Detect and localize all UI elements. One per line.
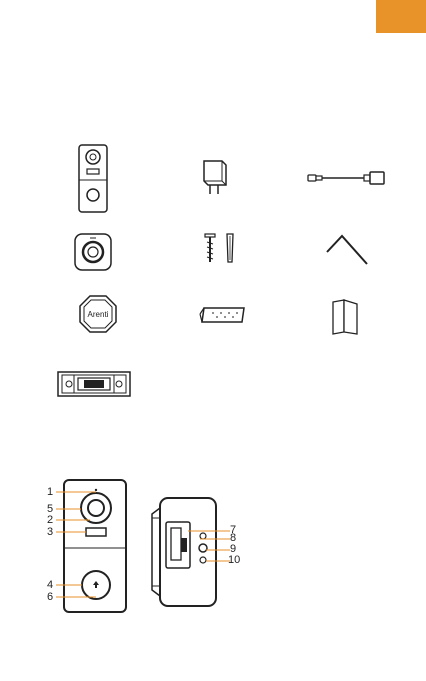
sticker-text: Arenti bbox=[88, 310, 109, 319]
callout-6: 6 bbox=[47, 592, 53, 603]
callout-10: 10 bbox=[228, 555, 240, 566]
power-adapter-icon bbox=[200, 157, 228, 197]
warning-sticker-icon: Arenti bbox=[78, 294, 118, 334]
chime-icon bbox=[73, 232, 113, 272]
callout-2: 2 bbox=[47, 515, 53, 526]
callout-3: 3 bbox=[47, 527, 53, 538]
chapter-tab bbox=[376, 0, 426, 33]
manual-icon bbox=[330, 296, 360, 336]
doorbell-icon bbox=[78, 144, 108, 213]
allen-key-icon bbox=[325, 232, 371, 268]
usb-cable-icon bbox=[306, 170, 386, 186]
screws-and-anchors-icon bbox=[203, 232, 243, 266]
callout-4: 4 bbox=[47, 580, 53, 591]
doorbell-front-diagram bbox=[40, 478, 140, 618]
callout-1: 1 bbox=[47, 487, 53, 498]
bracket-icon bbox=[56, 370, 132, 398]
wedge-mount-icon bbox=[198, 304, 248, 326]
